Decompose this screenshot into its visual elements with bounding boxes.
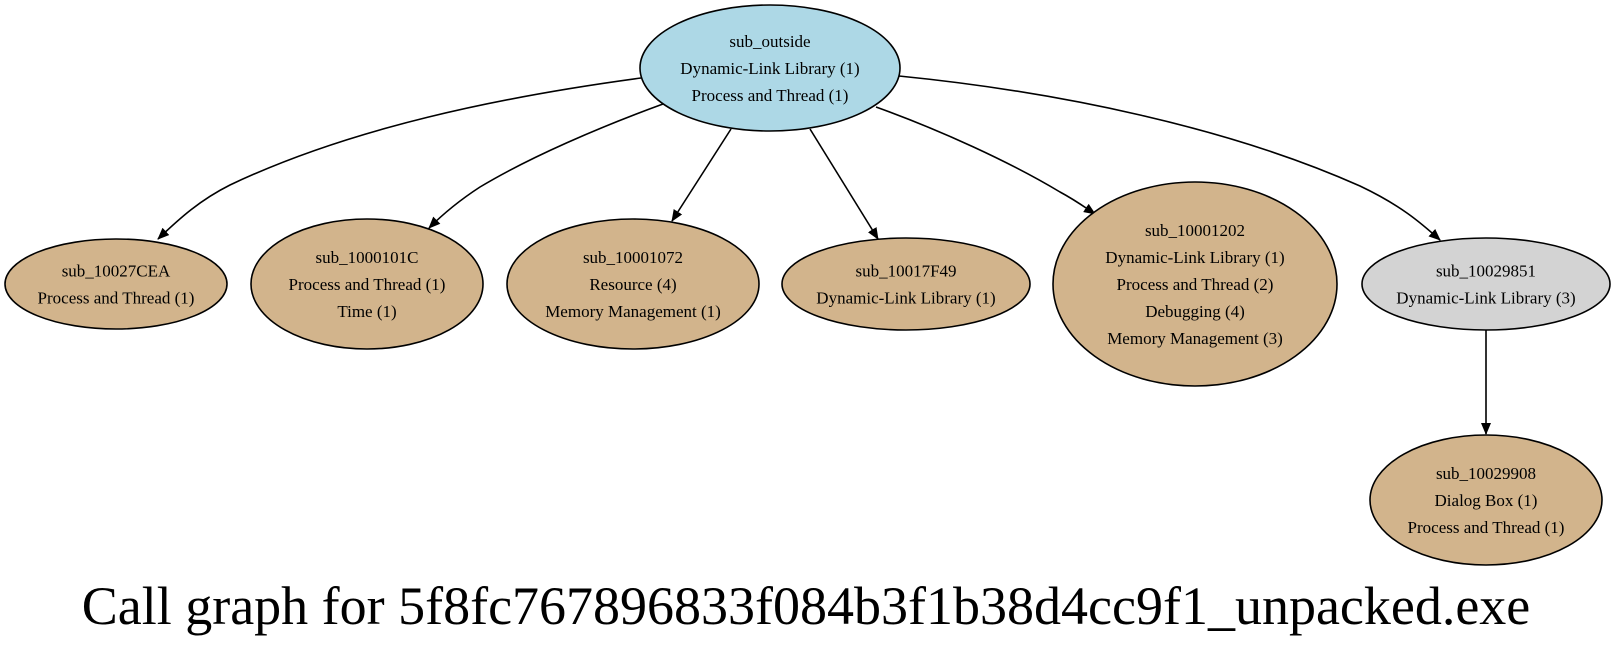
node-api-category: Process and Thread (2) <box>1117 275 1274 294</box>
edge-sub_outside-to-sub_10027CEA <box>157 77 642 240</box>
node-shape <box>1052 181 1338 387</box>
node-sub_1000101C: sub_1000101C Process and Thread (1) Time (… <box>250 218 484 350</box>
node-api-category: Dynamic-Link Library (3) <box>1396 289 1575 308</box>
node-api-category: Dynamic-Link Library (1) <box>680 59 859 78</box>
node-api-category: Process and Thread (1) <box>289 275 446 294</box>
edge-sub_outside-to-sub_10001202 <box>875 106 1096 215</box>
node-sub_10027CEA: sub_10027CEA Process and Thread (1) <box>4 238 228 330</box>
node-api-category: Dynamic-Link Library (1) <box>816 289 995 308</box>
node-name: sub_10029908 <box>1436 464 1536 483</box>
edge-sub_outside-to-sub_1000101C <box>428 103 664 229</box>
node-api-category: Memory Management (1) <box>545 302 721 321</box>
node-shape <box>250 218 484 350</box>
node-api-category: Process and Thread (1) <box>38 289 195 308</box>
node-name: sub_outside <box>729 32 810 51</box>
node-shape <box>4 238 228 330</box>
edge-sub_outside-to-sub_10029851 <box>898 75 1441 241</box>
node-api-category: Memory Management (3) <box>1107 329 1283 348</box>
graph-title: Call graph for 5f8fc767896833f084b3f1b38… <box>82 576 1531 636</box>
node-shape <box>1369 434 1603 566</box>
node-shape <box>506 218 760 350</box>
node-api-category: Dynamic-Link Library (1) <box>1105 248 1284 267</box>
edges-layer <box>157 75 1491 435</box>
node-name: sub_1000101C <box>316 248 419 267</box>
node-shape <box>781 237 1031 331</box>
node-name: sub_10029851 <box>1436 262 1536 281</box>
node-api-category: Dialog Box (1) <box>1435 491 1538 510</box>
node-api-category: Time (1) <box>337 302 396 321</box>
node-api-category: Debugging (4) <box>1145 302 1245 321</box>
node-api-category: Process and Thread (1) <box>1408 518 1565 537</box>
node-api-category: Process and Thread (1) <box>692 86 849 105</box>
node-name: sub_10027CEA <box>62 262 171 281</box>
node-name: sub_10017F49 <box>855 262 956 281</box>
node-api-category: Resource (4) <box>589 275 676 294</box>
node-name: sub_10001202 <box>1145 221 1245 240</box>
node-shape <box>639 4 901 132</box>
node-name: sub_10001072 <box>583 248 683 267</box>
edge-sub_outside-to-sub_10001072 <box>671 128 732 222</box>
node-shape <box>1361 237 1611 331</box>
edge-sub_outside-to-sub_10017F49 <box>809 128 879 240</box>
